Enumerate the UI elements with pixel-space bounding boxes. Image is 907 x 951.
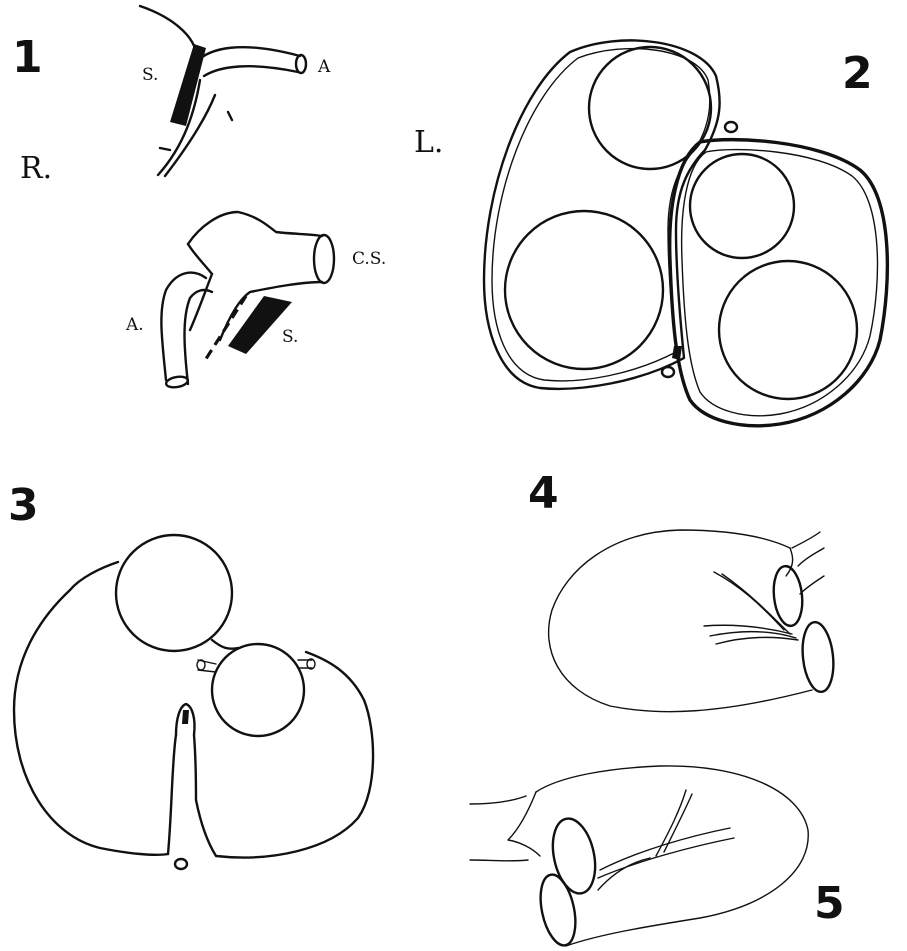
orientation-right: R. (20, 151, 52, 186)
orientation-left: L. (414, 125, 443, 160)
fig3-opening-1 (116, 535, 232, 651)
fig1-label-a-bottom: A. (125, 315, 144, 335)
fig1-bottom-drawing (161, 212, 334, 389)
coronary-sinus-opening (314, 235, 334, 283)
fig3-drawing (14, 535, 373, 869)
figure-number-3: 3 (8, 480, 39, 531)
figure-number-1: 1 (12, 32, 43, 83)
dashed-course (204, 296, 246, 362)
figure-number-5: 5 (814, 878, 845, 929)
fig2-opening-1 (589, 47, 711, 169)
fig2-opening-2 (505, 211, 663, 369)
fig2-vessel-top (725, 122, 737, 132)
fig4-drawing (549, 530, 837, 712)
fig5-opening-upper (547, 815, 602, 898)
fig2-vessel-bottom (662, 367, 674, 377)
fig1-top-drawing (140, 6, 306, 176)
fig3-vessel-mark (182, 710, 189, 724)
figure-number-4: 4 (528, 468, 559, 519)
fig1-label-s-bottom: S. (282, 327, 298, 347)
fig5-drawing (470, 766, 808, 949)
fig3-vessel-bottom (175, 859, 187, 869)
fig2-opening-4 (719, 261, 857, 399)
fig4-opening-lower (799, 621, 836, 694)
fig1-label-cs: C.S. (352, 249, 386, 269)
figure-number-2: 2 (842, 48, 873, 99)
fig5-opening-lower (535, 871, 581, 948)
fig3-opening-2 (212, 644, 304, 736)
artery-end-bottom (165, 375, 188, 389)
artery-stump-top (296, 55, 306, 73)
fig2-opening-3 (690, 154, 794, 258)
fig1-label-a-top: A (317, 57, 331, 77)
fig1-label-s-top: S. (142, 65, 158, 85)
septum-band-top (170, 44, 206, 126)
fig2-drawing (484, 40, 887, 425)
